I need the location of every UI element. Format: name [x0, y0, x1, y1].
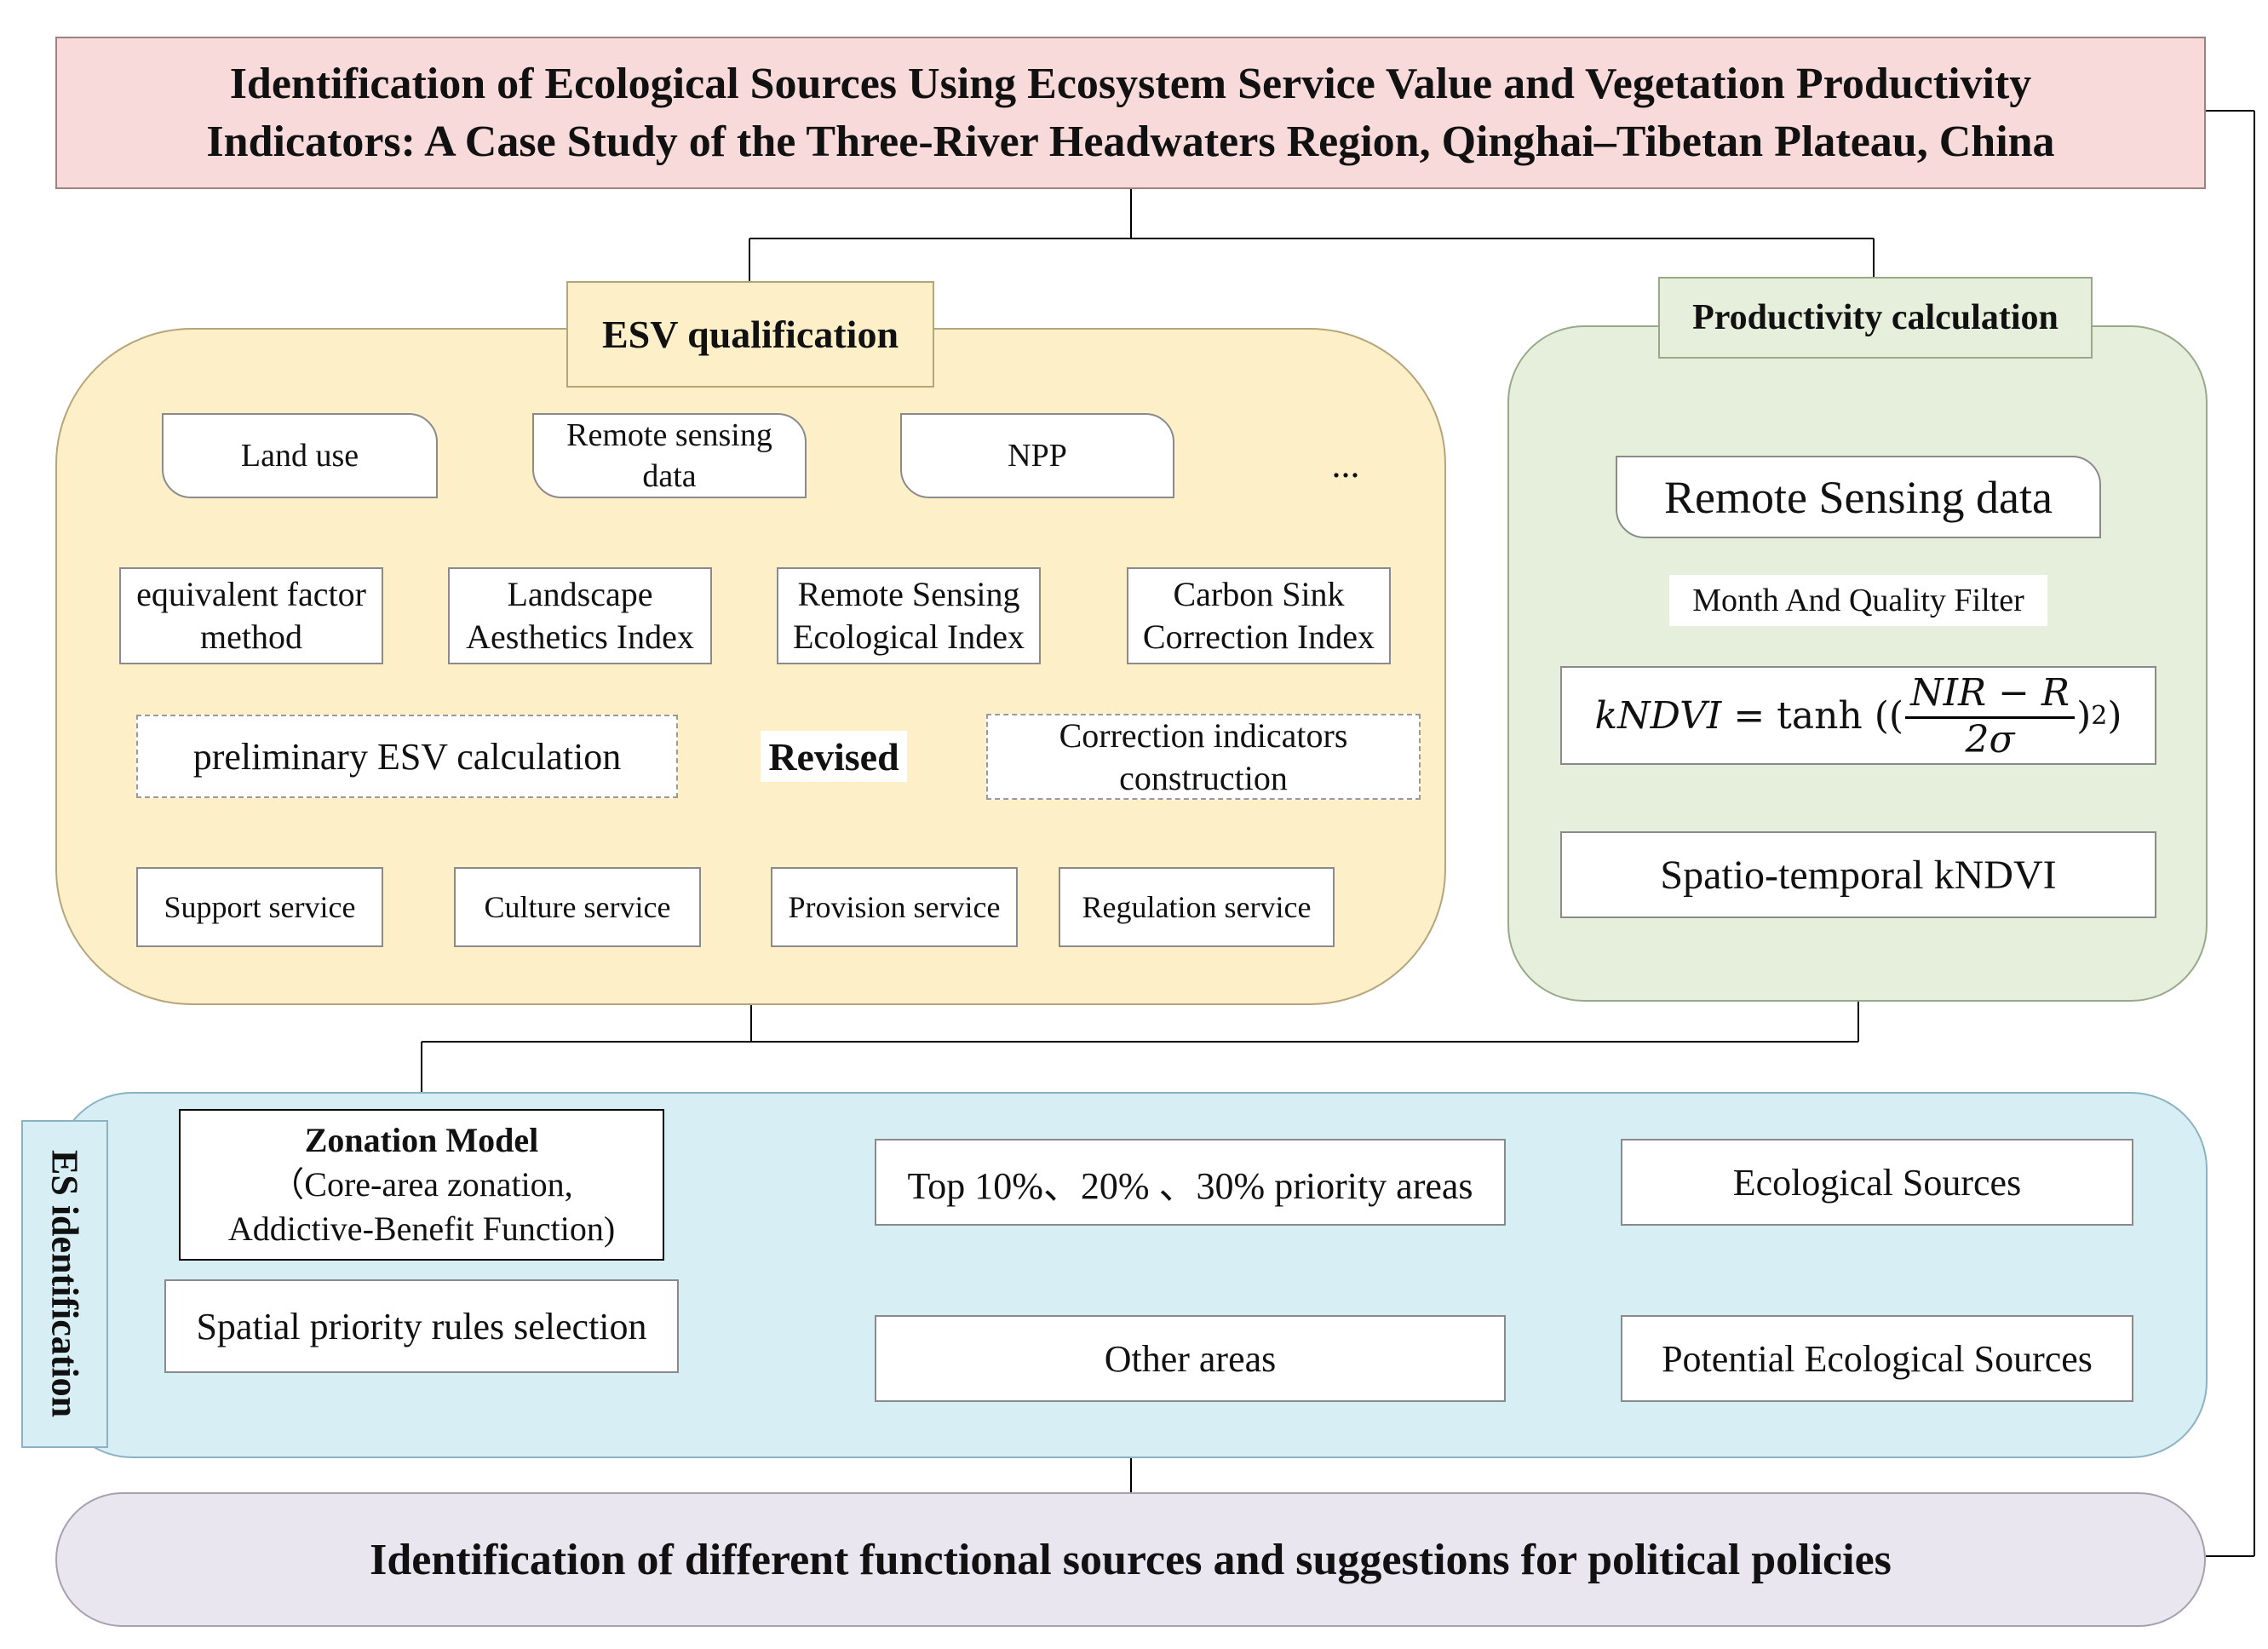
method-carbon-line1: Carbon Sink: [1173, 575, 1345, 613]
formula-numerator: NIR − R: [1905, 670, 2076, 719]
title-line-2: Indicators: A Case Study of the Three-Ri…: [206, 117, 2055, 166]
correction-line2: construction: [1119, 758, 1288, 797]
method-remote-sensing-ecological: Remote Sensing Ecological Index: [777, 567, 1041, 664]
zonation-line2: （Core-area zonation,: [270, 1165, 573, 1204]
input-remote-sensing: Remote sensing data: [532, 413, 807, 498]
method-landscape-aesthetics: Landscape Aesthetics Index: [448, 567, 712, 664]
zonation-title: Zonation Model: [304, 1121, 539, 1159]
formula-fraction: NIR − R 2σ: [1905, 670, 2076, 761]
prod-remote-sensing-data: Remote Sensing data: [1616, 456, 2101, 538]
es-side-label-text: ES identification: [43, 1150, 86, 1418]
other-areas-box: Other areas: [875, 1315, 1506, 1402]
method-equivalent-line2: method: [200, 618, 302, 656]
prod-spatio-temporal-kndvi: Spatio-temporal kNDVI: [1560, 831, 2156, 918]
method-equivalent-factor: equivalent factor method: [119, 567, 383, 664]
revised-label: Revised: [761, 731, 907, 782]
method-carbon-sink: Carbon Sink Correction Index: [1127, 567, 1391, 664]
esv-header: ESV qualification: [566, 281, 934, 388]
productivity-header: Productivity calculation: [1658, 277, 2093, 359]
method-landscape-line2: Aesthetics Index: [466, 618, 694, 656]
input-remote-sensing-line1: Remote sensing: [566, 417, 772, 453]
es-side-label: ES identification: [21, 1120, 108, 1448]
input-ellipsis: ...: [1331, 443, 1360, 486]
title-line-1: Identification of Ecological Sources Usi…: [229, 59, 2032, 108]
formula-lhs: kNDVI: [1594, 693, 1722, 738]
correction-line1: Correction indicators: [1059, 715, 1348, 755]
method-rsei-line1: Remote Sensing: [797, 575, 1020, 613]
method-landscape-line1: Landscape: [507, 575, 653, 613]
bottom-conclusion-box: Identification of different functional s…: [55, 1492, 2206, 1627]
zonation-line3: Addictive-Benefit Function): [227, 1209, 616, 1248]
method-equivalent-line1: equivalent factor: [136, 575, 366, 613]
service-culture: Culture service: [454, 867, 701, 947]
ecological-sources-box: Ecological Sources: [1621, 1139, 2133, 1226]
service-support: Support service: [136, 867, 383, 947]
method-carbon-line2: Correction Index: [1142, 618, 1375, 656]
zonation-model-box: Zonation Model （Core-area zonation, Addi…: [179, 1109, 664, 1261]
input-land-use: Land use: [162, 413, 438, 498]
prod-kndvi-formula: kNDVI = tanh (( NIR − R 2σ ) 2 ): [1560, 666, 2156, 765]
service-provision: Provision service: [771, 867, 1018, 947]
formula-eq: = tanh ((: [1733, 693, 1904, 738]
top-priority-areas-box: Top 10%、20% 、30% priority areas: [875, 1139, 1506, 1226]
formula-tail: ): [2076, 693, 2092, 738]
title-box: Identification of Ecological Sources Usi…: [55, 37, 2206, 189]
prod-month-quality-filter: Month And Quality Filter: [1669, 575, 2047, 626]
spatial-priority-box: Spatial priority rules selection: [164, 1279, 679, 1373]
correction-indicators-box: Correction indicators construction: [986, 714, 1421, 800]
input-npp: NPP: [900, 413, 1174, 498]
formula-exponent: 2: [2091, 700, 2108, 731]
service-regulation: Regulation service: [1059, 867, 1335, 947]
input-remote-sensing-line2: data: [642, 458, 697, 494]
potential-ecological-sources-box: Potential Ecological Sources: [1621, 1315, 2133, 1402]
method-rsei-line2: Ecological Index: [792, 618, 1025, 656]
formula-close: ): [2107, 693, 2122, 738]
formula-denominator: 2σ: [1965, 717, 2015, 761]
preliminary-esv-box: preliminary ESV calculation: [136, 715, 678, 798]
